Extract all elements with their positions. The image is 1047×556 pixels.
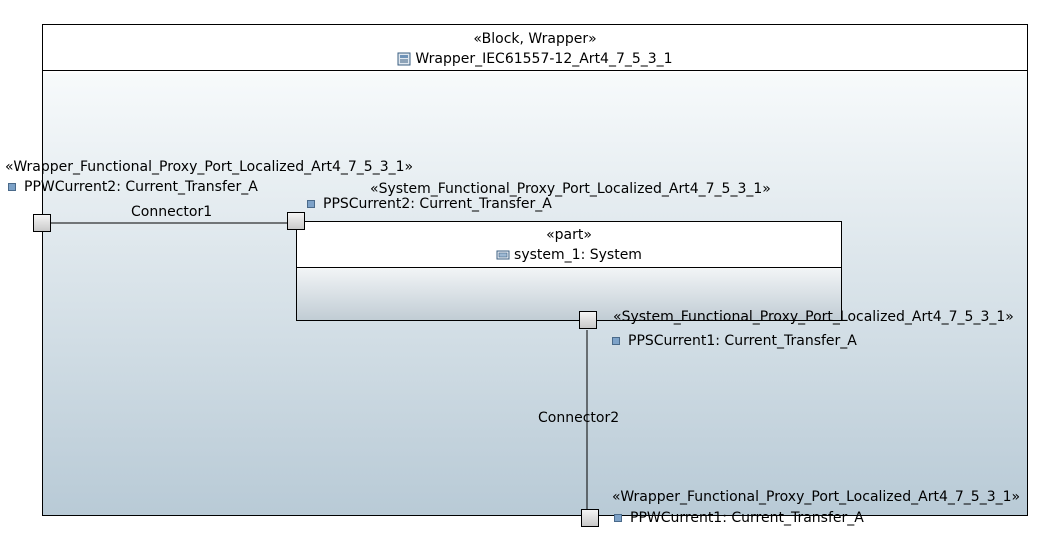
port-pps-current1[interactable] [579,311,597,329]
pps-current1-label: PPSCurrent1: Current_Transfer_A [628,333,857,349]
port-icon [614,514,622,522]
port-ppw-current1[interactable] [581,509,599,527]
part-system-1[interactable]: «part» system_1: System [296,221,842,321]
port-icon [307,200,315,208]
part-header: «part» system_1: System [297,222,841,268]
port-ppw-current2[interactable] [33,214,51,232]
ppw-current1-stereotype: «Wrapper_Functional_Proxy_Port_Localized… [612,489,1021,505]
wrapper-block-header: «Block, Wrapper» Wrapper_IEC61557-12_Art… [43,25,1027,71]
ppw-current2-label: PPWCurrent2: Current_Transfer_A [24,179,258,195]
pps-current2-label-row: PPSCurrent2: Current_Transfer_A [307,196,552,212]
port-icon [8,183,16,191]
part-stereotype: «part» [546,227,592,243]
part-icon [496,250,510,260]
wrapper-block-name: Wrapper_IEC61557-12_Art4_7_5_3_1 [415,51,673,67]
wrapper-block-stereotype: «Block, Wrapper» [473,31,597,47]
pps-current2-label: PPSCurrent2: Current_Transfer_A [323,196,552,212]
ppw-current1-label: PPWCurrent1: Current_Transfer_A [630,510,864,526]
connector1-label: Connector1 [131,204,213,220]
connector2-label: Connector2 [538,410,620,426]
port-icon [612,337,620,345]
part-name: system_1: System [514,247,642,263]
ppw-current2-label-row: PPWCurrent2: Current_Transfer_A [8,179,258,195]
ppw-current1-label-row: PPWCurrent1: Current_Transfer_A [614,510,864,526]
pps-current1-stereotype: «System_Functional_Proxy_Port_Localized_… [613,309,1014,325]
ppw-current2-stereotype: «Wrapper_Functional_Proxy_Port_Localized… [5,159,414,175]
port-pps-current2[interactable] [287,212,305,230]
block-icon [397,52,411,66]
pps-current2-stereotype: «System_Functional_Proxy_Port_Localized_… [370,181,771,197]
wrapper-block[interactable]: «Block, Wrapper» Wrapper_IEC61557-12_Art… [42,24,1028,516]
pps-current1-label-row: PPSCurrent1: Current_Transfer_A [612,333,857,349]
part-title: system_1: System [496,245,642,265]
wrapper-block-title: Wrapper_IEC61557-12_Art4_7_5_3_1 [397,49,673,69]
